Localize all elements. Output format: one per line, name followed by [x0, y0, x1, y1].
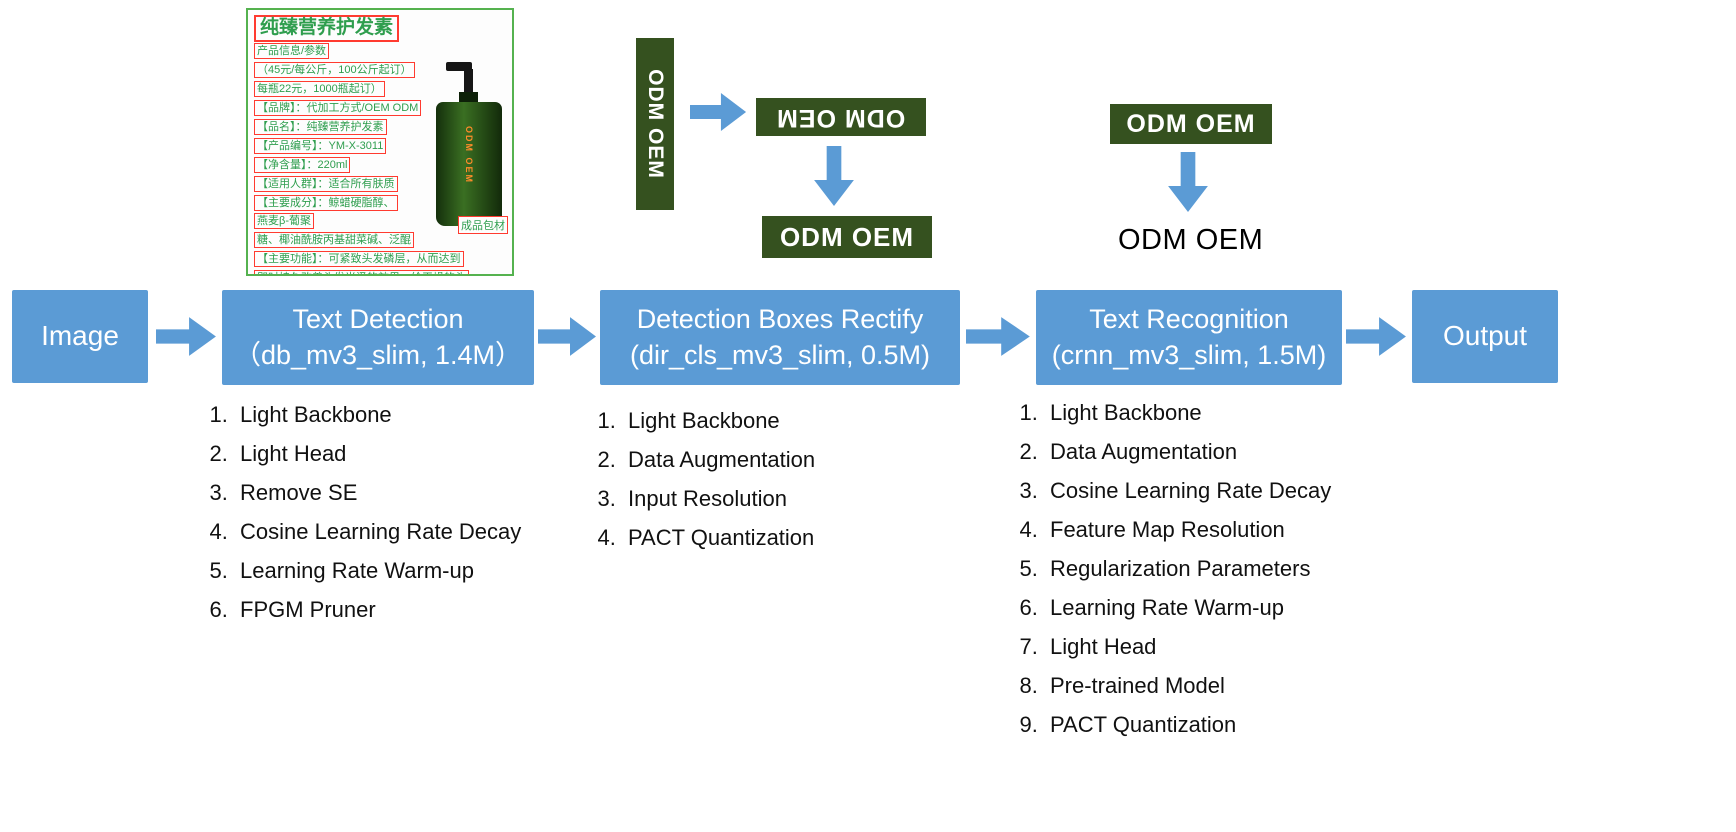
- list-item: Remove SE: [234, 480, 521, 506]
- bottle-body: ODM OEM: [436, 102, 502, 226]
- product-demo-image: 纯臻营养护发素 产品信息/参数 （45元/每公斤，100公斤起订） 每瓶22元，…: [246, 8, 514, 276]
- arrow-right-icon: [156, 314, 218, 359]
- detected-text-package-tag: 成品包材: [458, 216, 508, 234]
- detected-text: 【主要成分】：鲸蜡硬脂醇、: [254, 194, 398, 212]
- product-text-row: 【适用人群】：适合所有肤质: [254, 175, 434, 194]
- bottle-pump-stem: [464, 69, 473, 93]
- product-text-row: 【净含量】：220ml: [254, 156, 434, 175]
- detected-text: 燕麦β-葡聚: [254, 212, 314, 230]
- arrow-down-icon: [1166, 152, 1210, 214]
- text-recognition-model: (crnn_mv3_slim, 1.5M): [1051, 339, 1327, 370]
- detected-text: 【净含量】：220ml: [254, 156, 351, 174]
- detected-text: 产品信息/参数: [254, 42, 330, 60]
- output-stage-box: Output: [1412, 290, 1558, 383]
- product-text-row: （45元/每公斤，100公斤起订）: [254, 61, 506, 80]
- list-item: Light Head: [234, 441, 521, 467]
- list-item: Cosine Learning Rate Decay: [1044, 478, 1331, 504]
- detected-text: 【品名】：纯臻营养护发素: [254, 118, 387, 136]
- product-text-row: 【品名】：纯臻营养护发素: [254, 118, 434, 137]
- list-item: Data Augmentation: [1044, 439, 1331, 465]
- rectified-text-crop: ODM OEM: [762, 216, 932, 258]
- detected-text: 每瓶22元，1000瓶起订）: [254, 80, 385, 98]
- rectify-title: Detection Boxes Rectify: [636, 303, 924, 334]
- detected-text: 【主要功能】：可紧致头发磷层，从而达到: [254, 250, 464, 268]
- text-recognition-title: Text Recognition: [1089, 303, 1289, 334]
- list-item: Light Backbone: [234, 402, 521, 428]
- recognition-improvements-list: Light Backbone Data Augmentation Cosine …: [1014, 400, 1331, 751]
- rotated-text-crop: ODM OEM: [636, 38, 674, 210]
- text-detection-stage-box: Text Detection （db_mv3_slim, 1.4M）: [222, 290, 534, 385]
- recognition-input-text: ODM OEM: [1126, 109, 1256, 138]
- arrow-down-icon: [812, 146, 856, 208]
- detection-improvements-list: Light Backbone Light Head Remove SE Cosi…: [204, 402, 521, 636]
- bottle-pump-collar: [459, 92, 478, 103]
- recognition-output-text: ODM OEM: [1118, 224, 1264, 256]
- detected-text: （45元/每公斤，100公斤起订）: [254, 61, 415, 79]
- arrow-right-icon: [538, 314, 598, 359]
- list-item: PACT Quantization: [1044, 712, 1331, 738]
- text-detection-model: （db_mv3_slim, 1.4M）: [233, 339, 523, 370]
- detection-boxes-rectify-stage-box: Detection Boxes Rectify (dir_cls_mv3_sli…: [600, 290, 960, 385]
- list-item: Cosine Learning Rate Decay: [234, 519, 521, 545]
- rectify-model: (dir_cls_mv3_slim, 0.5M): [629, 339, 931, 370]
- list-item: Learning Rate Warm-up: [234, 558, 521, 584]
- product-text-row: 糖、椰油酰胺丙基甜菜碱、泛醌: [254, 231, 506, 250]
- list-item: Learning Rate Warm-up: [1044, 595, 1331, 621]
- list-item: Light Head: [1044, 634, 1331, 660]
- arrow-right-icon: [690, 90, 748, 134]
- arrow-right-icon: [1346, 314, 1408, 359]
- product-text-row: 【主要功能】：可紧致头发磷层，从而达到: [254, 250, 506, 269]
- flipped-text: ODM OEM: [776, 103, 906, 132]
- list-item: Input Resolution: [622, 486, 815, 512]
- text-detection-title: Text Detection: [292, 303, 464, 334]
- bottle-pump-nozzle: [446, 62, 472, 71]
- text-recognition-stage-box: Text Recognition (crnn_mv3_slim, 1.5M): [1036, 290, 1342, 385]
- list-item: PACT Quantization: [622, 525, 815, 551]
- detected-text-title: 纯臻营养护发素: [254, 15, 400, 42]
- image-stage-box: Image: [12, 290, 148, 383]
- detected-text: 【产品编号】：YM-X-3011: [254, 137, 387, 155]
- list-item: Data Augmentation: [622, 447, 815, 473]
- image-stage-label: Image: [41, 320, 119, 352]
- arrow-right-icon: [966, 314, 1032, 359]
- list-item: Regularization Parameters: [1044, 556, 1331, 582]
- flipped-text-crop: ODM OEM: [756, 98, 926, 136]
- list-item: Light Backbone: [622, 408, 815, 434]
- detected-text: 【品牌】：代加工方式/OEM ODM: [254, 99, 422, 117]
- detected-text: 糖、椰油酰胺丙基甜菜碱、泛醌: [254, 231, 414, 249]
- list-item: FPGM Pruner: [234, 597, 521, 623]
- output-stage-label: Output: [1442, 320, 1528, 352]
- recognition-input-crop: ODM OEM: [1110, 104, 1272, 144]
- shampoo-bottle-illustration: ODM OEM: [434, 62, 504, 226]
- rectified-text: ODM OEM: [779, 221, 915, 252]
- product-text-row: 即时持久改善头发光泽的效果，给干燥的头: [254, 269, 506, 274]
- product-text-row: 每瓶22元，1000瓶起订）: [254, 80, 506, 99]
- list-item: Pre-trained Model: [1044, 673, 1331, 699]
- product-text-row: 产品信息/参数: [254, 42, 506, 61]
- bottle-label-text: ODM OEM: [464, 126, 474, 184]
- list-item: Feature Map Resolution: [1044, 517, 1331, 543]
- product-text-row: 【品牌】：代加工方式/OEM ODM: [254, 99, 434, 118]
- product-title-row: 纯臻营养护发素: [254, 15, 506, 42]
- rectify-improvements-list: Light Backbone Data Augmentation Input R…: [592, 408, 815, 564]
- detected-text: 即时持久改善头发光泽的效果，给干燥的头: [254, 269, 469, 274]
- detected-text: 【适用人群】：适合所有肤质: [254, 175, 398, 193]
- product-text-row: 【主要成分】：鲸蜡硬脂醇、 燕麦β-葡聚: [254, 194, 434, 231]
- rotated-text: ODM OEM: [644, 69, 668, 179]
- product-text-row: 【产品编号】：YM-X-3011: [254, 137, 434, 156]
- list-item: Light Backbone: [1044, 400, 1331, 426]
